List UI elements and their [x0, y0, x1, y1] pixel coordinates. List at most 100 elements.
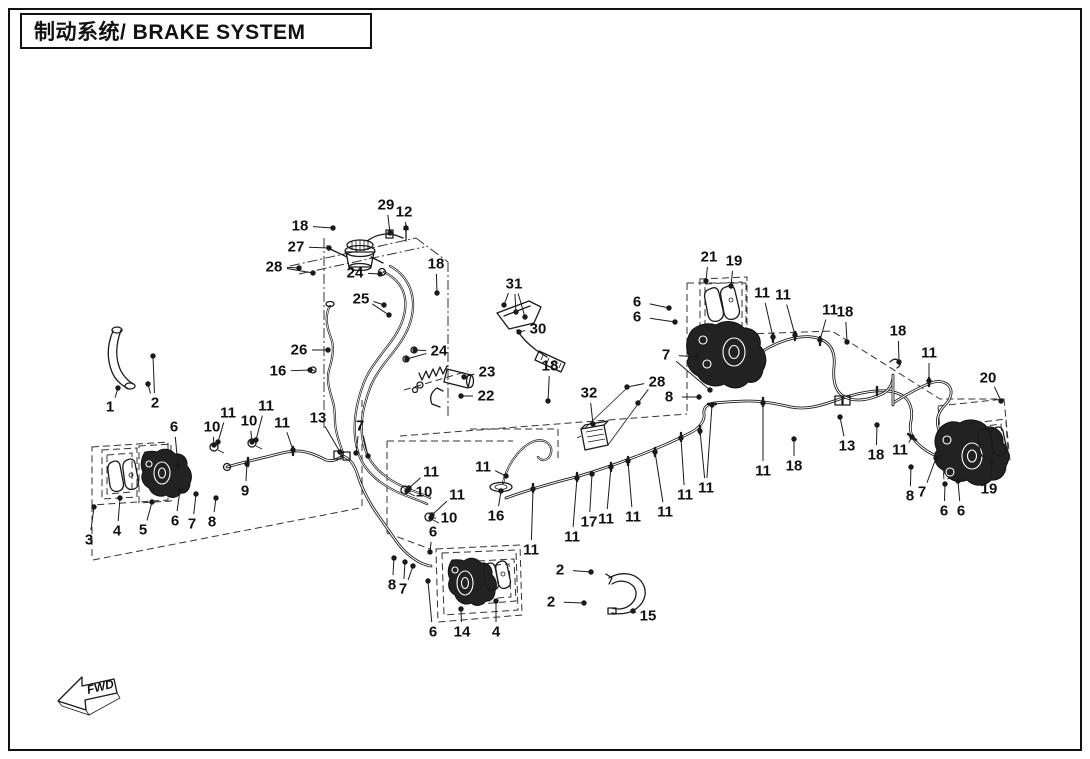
callout-number: 28 — [649, 374, 666, 391]
fastener-dot — [117, 495, 123, 501]
fastener-dot — [989, 459, 995, 465]
brake-pad — [719, 285, 741, 321]
callout-28: 28 — [266, 259, 316, 276]
fastener-dot — [791, 436, 797, 442]
callout-11: 11 — [475, 459, 509, 479]
fastener-dot — [386, 312, 392, 318]
callout-number: 11 — [598, 511, 614, 528]
callout-16: 16 — [270, 363, 313, 380]
callout-number: 10 — [204, 419, 221, 436]
callout-number: 31 — [506, 276, 523, 293]
callout-number: 11 — [775, 287, 791, 304]
callout-number: 18 — [786, 458, 803, 475]
fastener-dot — [149, 499, 155, 505]
fastener-dot — [933, 455, 939, 461]
callout-number: 11 — [625, 509, 641, 526]
fastener-dot — [404, 356, 410, 362]
hose-guard-15 — [605, 573, 646, 615]
brake-pad — [107, 460, 125, 493]
callout-number: 11 — [657, 504, 673, 521]
callout-number: 11 — [677, 487, 693, 504]
fastener-dot — [325, 347, 331, 353]
page-title: 制动系统/ BRAKE SYSTEM — [34, 21, 306, 44]
callout-14: 14 — [454, 606, 471, 641]
callout-2: 2 — [547, 594, 587, 611]
fastener-dot — [428, 515, 434, 521]
callout-number: 10 — [441, 510, 458, 527]
fastener-dot — [249, 439, 255, 445]
callout-22: 22 — [458, 388, 494, 405]
rear-master-cylinder — [411, 365, 475, 408]
callout-number: 21 — [701, 249, 718, 266]
fastener-dot — [387, 230, 393, 236]
fastener-dot — [513, 309, 519, 315]
callout-12: 12 — [396, 204, 413, 231]
callout-number: 11 — [523, 542, 539, 559]
bracket-1 — [107, 326, 136, 390]
callout-30: 30 — [516, 321, 546, 338]
callout-6: 6 — [171, 487, 183, 530]
callout-18: 18 — [868, 422, 884, 464]
caliper-left-front — [107, 448, 192, 498]
fwd-label: FWD — [85, 677, 115, 697]
callout-number: 9 — [241, 483, 249, 500]
fastener-dot — [213, 495, 219, 501]
fastener-dot — [625, 458, 631, 464]
fastener-dot — [461, 374, 467, 380]
fastener-dot — [425, 578, 431, 584]
construction-lines — [91, 237, 1011, 623]
callout-number: 6 — [633, 294, 641, 311]
callout-8: 8 — [665, 389, 702, 406]
callout-10: 10 — [241, 413, 257, 445]
fastener-dot — [837, 414, 843, 420]
callout-6: 6 — [955, 478, 965, 520]
callout-number: 11 — [892, 442, 908, 459]
fastener-dot — [290, 447, 296, 453]
callout-number: 6 — [957, 503, 965, 520]
callout-11: 11 — [274, 415, 296, 453]
callout-32: 32 — [581, 385, 597, 427]
fastener-dot — [874, 422, 880, 428]
callout-11: 11 — [625, 458, 641, 526]
callout-20: 20 — [980, 370, 1004, 404]
caliper-bottom-front — [447, 557, 512, 606]
callout-24: 24 — [347, 265, 383, 282]
callout-18: 18 — [428, 256, 444, 296]
fastener-dot — [193, 491, 199, 497]
caliper-right-rear — [934, 419, 1010, 486]
fastener-dot — [150, 353, 156, 359]
title-box: 制动系统/ BRAKE SYSTEM — [20, 13, 372, 49]
fastener-dot — [589, 471, 595, 477]
fastener-dot — [678, 435, 684, 441]
callout-8: 8 — [208, 495, 219, 531]
callout-6: 6 — [170, 419, 181, 469]
caliper-rear — [686, 285, 767, 389]
callout-number: 6 — [170, 419, 178, 436]
callout-number: 6 — [429, 524, 437, 541]
callout-6: 6 — [940, 481, 948, 520]
callout-11: 11 — [598, 464, 614, 528]
fastener-dot — [522, 314, 528, 320]
callout-number: 19 — [981, 481, 998, 498]
fastener-dot — [635, 400, 641, 406]
callout-1: 1 — [106, 385, 121, 416]
fastener-dot — [427, 549, 433, 555]
fastener-dot — [672, 319, 678, 325]
fastener-dot — [326, 245, 332, 251]
callout-number: 7 — [662, 347, 670, 364]
callout-number: 13 — [839, 438, 856, 455]
callout-11: 11 — [755, 400, 771, 480]
callout-number: 12 — [396, 204, 413, 221]
callout-number: 18 — [292, 218, 309, 235]
callout-19: 19 — [981, 459, 998, 498]
callout-number: 7 — [188, 516, 196, 533]
callout-11: 11 — [523, 486, 539, 559]
callout-10: 10 — [204, 419, 221, 448]
callout-11: 11 — [215, 405, 236, 445]
callout-number: 30 — [530, 321, 547, 338]
callout-25: 25 — [353, 291, 392, 318]
callout-number: 16 — [488, 508, 505, 525]
